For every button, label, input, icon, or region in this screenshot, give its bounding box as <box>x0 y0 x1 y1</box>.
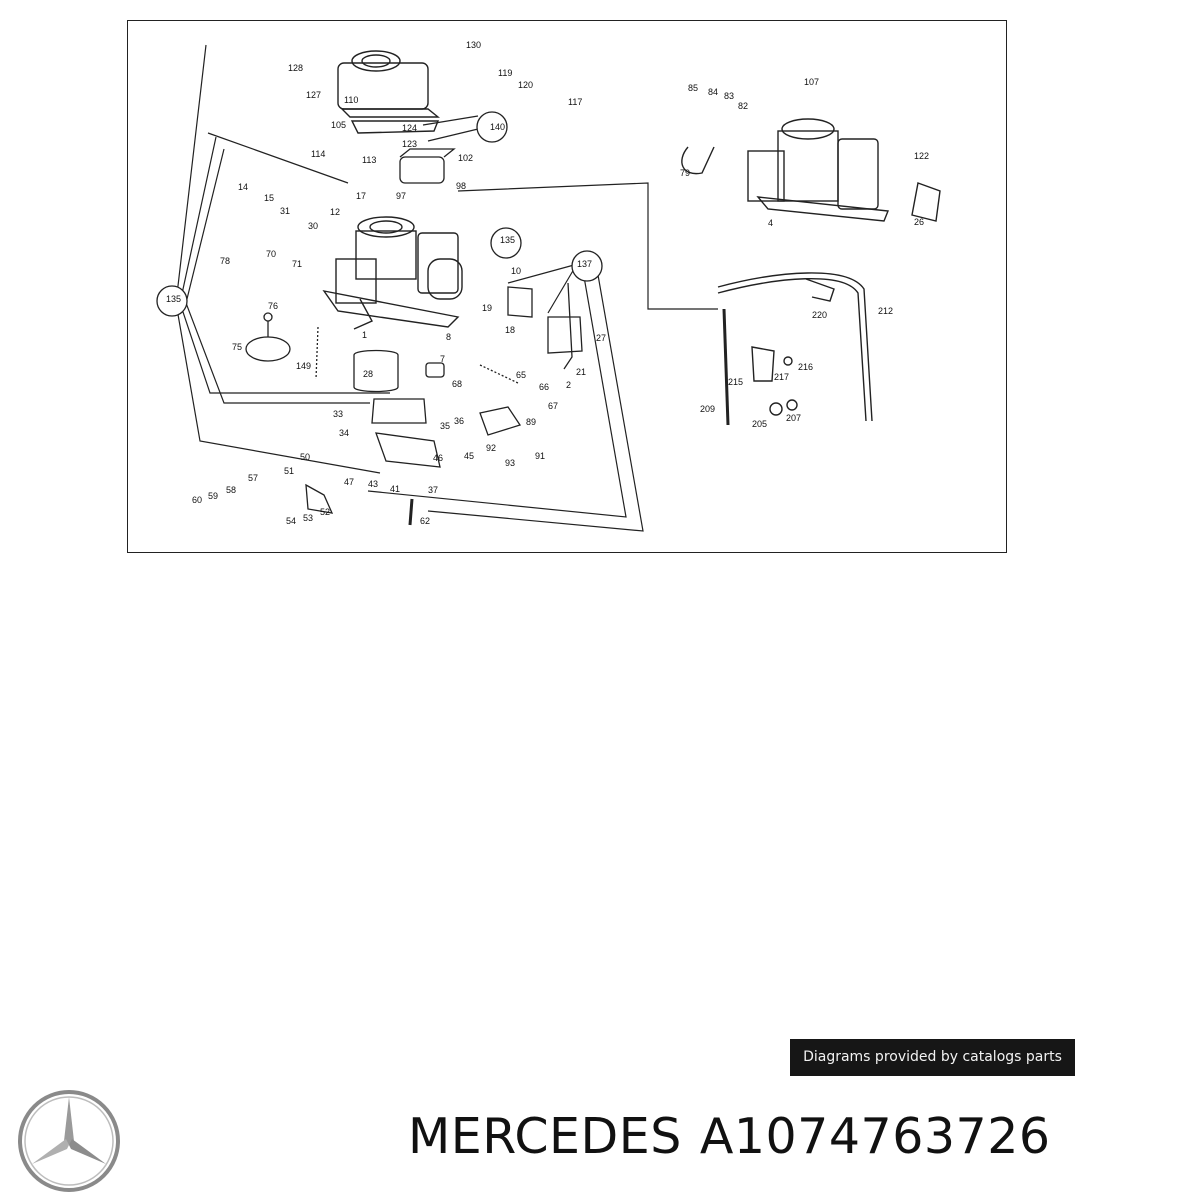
part-number-212: 212 <box>878 306 893 316</box>
part-number-47: 47 <box>344 477 354 487</box>
part-number-50: 50 <box>300 452 310 462</box>
part-number-8: 8 <box>446 332 451 342</box>
part-number-58: 58 <box>226 485 236 495</box>
part-number-82: 82 <box>738 101 748 111</box>
part-number-59: 59 <box>208 491 218 501</box>
part-number-149: 149 <box>296 361 311 371</box>
part-number-107: 107 <box>804 77 819 87</box>
part-number-2: 2 <box>566 380 571 390</box>
part-number-97: 97 <box>396 191 406 201</box>
part-number-114: 114 <box>311 149 325 159</box>
part-number-105: 105 <box>331 120 346 130</box>
part-number-19: 19 <box>482 303 492 313</box>
part-number-45: 45 <box>464 451 474 461</box>
part-number-53: 53 <box>303 513 313 523</box>
part-number-37: 37 <box>428 485 438 495</box>
part-number-67: 67 <box>548 401 558 411</box>
part-number-46: 46 <box>433 453 443 463</box>
part-number-130: 130 <box>466 40 481 50</box>
part-number-91: 91 <box>535 451 545 461</box>
part-number-122: 122 <box>914 151 929 161</box>
part-number-10: 10 <box>511 266 521 276</box>
part-number-60: 60 <box>192 495 202 505</box>
part-number-12: 12 <box>330 207 340 217</box>
part-number-31: 31 <box>280 206 290 216</box>
brand-name: MERCEDES <box>408 1108 682 1165</box>
part-number-124: 124 <box>402 123 417 133</box>
part-number-41: 41 <box>390 484 400 494</box>
part-number-209: 209 <box>700 404 715 414</box>
part-number-62: 62 <box>420 516 430 526</box>
part-number-102: 102 <box>458 153 473 163</box>
part-number-113: 113 <box>362 155 376 165</box>
part-number-1: 1 <box>362 330 367 340</box>
part-number-79: 79 <box>680 168 690 178</box>
part-number-84: 84 <box>708 87 718 97</box>
part-number-98: 98 <box>456 181 466 191</box>
part-number-123: 123 <box>402 139 417 149</box>
part-number-92: 92 <box>486 443 496 453</box>
part-number-70: 70 <box>266 249 276 259</box>
part-number-75: 75 <box>232 342 242 352</box>
part-number-205: 205 <box>752 419 767 429</box>
part-number-4: 4 <box>768 218 773 228</box>
part-number-43: 43 <box>368 479 378 489</box>
part-number-117: 117 <box>568 97 582 107</box>
part-number-36: 36 <box>454 416 464 426</box>
part-number-66: 66 <box>539 382 549 392</box>
part-number-57: 57 <box>248 473 258 483</box>
part-number-137: 137 <box>577 259 592 269</box>
part-number-135: 135 <box>166 294 181 304</box>
part-number-17: 17 <box>356 191 366 201</box>
part-number-65: 65 <box>516 370 526 380</box>
part-number-21: 21 <box>576 367 586 377</box>
part-number-127: 127 <box>306 90 321 100</box>
part-number-27: 27 <box>596 333 606 343</box>
mercedes-star-icon <box>18 1090 120 1192</box>
part-number-119: 119 <box>498 68 512 78</box>
part-number-52: 52 <box>320 507 330 517</box>
part-number-120: 120 <box>518 80 533 90</box>
part-number-28: 28 <box>363 369 373 379</box>
part-number-128: 128 <box>288 63 303 73</box>
diagram-canvas <box>156 44 941 532</box>
part-number-54: 54 <box>286 516 296 526</box>
part-number-85: 85 <box>688 83 698 93</box>
part-number-68: 68 <box>452 379 462 389</box>
brand-part-label: MERCEDES A1074763726 <box>408 1108 1051 1165</box>
part-number-30: 30 <box>308 221 318 231</box>
part-number-216: 216 <box>798 362 813 372</box>
part-number-135: 135 <box>500 235 515 245</box>
diagram-credit-banner: Diagrams provided by catalogs parts <box>790 1039 1075 1076</box>
part-number-71: 71 <box>292 259 302 269</box>
part-number-26: 26 <box>914 217 924 227</box>
part-number-18: 18 <box>505 325 515 335</box>
part-number-93: 93 <box>505 458 515 468</box>
part-number-15: 15 <box>264 193 274 203</box>
part-number: A1074763726 <box>699 1108 1051 1165</box>
part-number-220: 220 <box>812 310 827 320</box>
part-number-217: 217 <box>774 372 789 382</box>
part-number-110: 110 <box>344 95 358 105</box>
part-number-140: 140 <box>490 122 505 132</box>
part-number-7: 7 <box>440 354 445 364</box>
part-number-51: 51 <box>284 466 294 476</box>
part-number-207: 207 <box>786 413 801 423</box>
part-number-35: 35 <box>440 421 450 431</box>
part-number-34: 34 <box>339 428 349 438</box>
part-number-33: 33 <box>333 409 343 419</box>
part-number-83: 83 <box>724 91 734 101</box>
part-number-78: 78 <box>220 256 230 266</box>
part-number-76: 76 <box>268 301 278 311</box>
part-number-89: 89 <box>526 417 536 427</box>
part-number-215: 215 <box>728 377 743 387</box>
part-number-14: 14 <box>238 182 248 192</box>
